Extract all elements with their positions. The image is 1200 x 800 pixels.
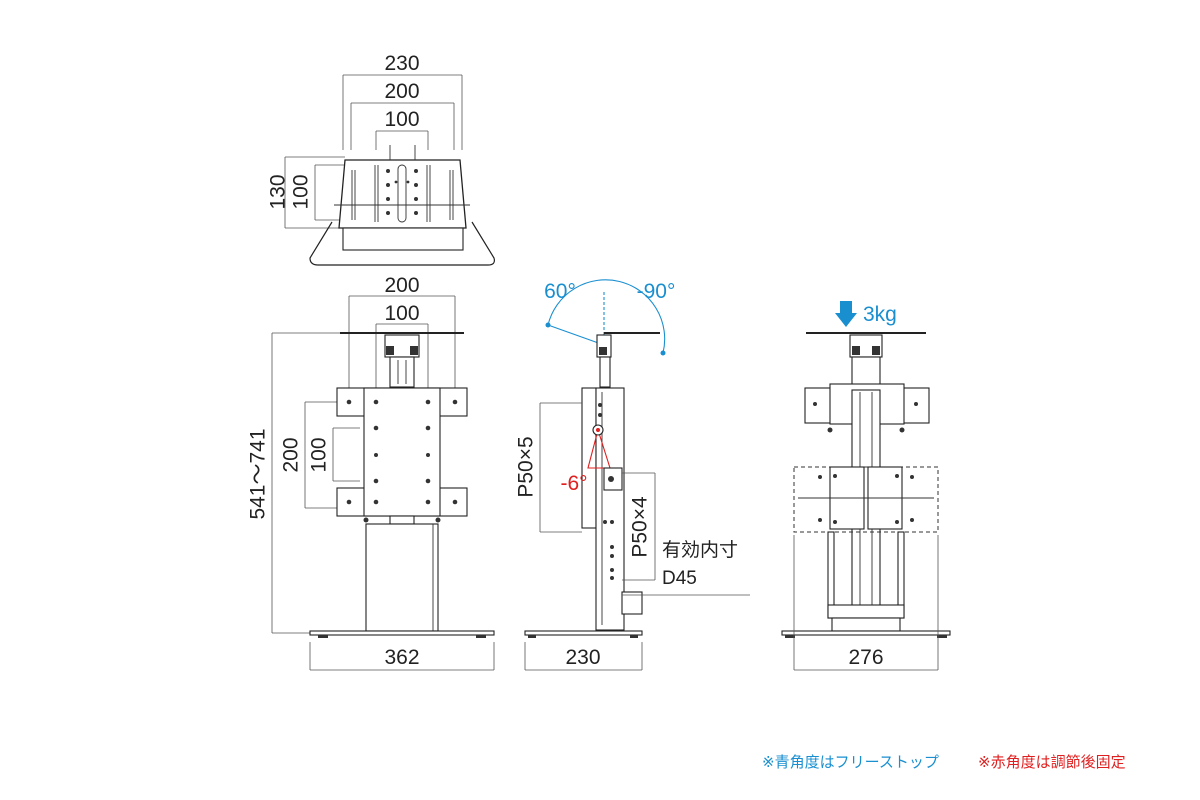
front-dim-200: 200 bbox=[384, 274, 419, 297]
top-dim-100-vertical: 100 bbox=[290, 174, 313, 209]
pitch-p50x4: P50×4 bbox=[629, 496, 652, 558]
effective-label: 有効内寸 bbox=[662, 539, 738, 561]
front-view: 200 100 541～741 200 100 bbox=[247, 274, 495, 671]
top-dim-100: 100 bbox=[384, 108, 419, 131]
front-base-width: 362 bbox=[384, 646, 419, 669]
rear-view: 3kg bbox=[781, 301, 951, 671]
load-value: 3kg bbox=[863, 303, 897, 326]
tilt-up-angle: 60° bbox=[544, 280, 576, 303]
top-dim-130: 130 bbox=[267, 174, 290, 209]
rear-width: 276 bbox=[848, 646, 883, 669]
side-view: 60° -90° -6° P50×5 P50×4 bbox=[515, 279, 750, 671]
top-view: 230 200 100 130 100 bbox=[267, 52, 495, 266]
front-dim-100: 100 bbox=[384, 302, 419, 325]
top-dim-200: 200 bbox=[384, 80, 419, 103]
top-dim-230: 230 bbox=[384, 52, 419, 75]
pitch-p50x5: P50×5 bbox=[515, 436, 538, 497]
tilt-down-angle: -90° bbox=[637, 280, 676, 303]
load-arrow-icon bbox=[835, 301, 857, 327]
front-dim-100-vertical: 100 bbox=[308, 437, 331, 472]
front-dim-200-vertical: 200 bbox=[280, 437, 303, 472]
note-blue-angle: ※青角度はフリーストップ bbox=[762, 753, 939, 771]
side-base-depth: 230 bbox=[565, 646, 600, 669]
front-height-range: 541～741 bbox=[247, 428, 270, 519]
effective-value: D45 bbox=[662, 568, 697, 589]
note-red-angle: ※赤角度は調節後固定 bbox=[978, 753, 1126, 771]
tilt-fixed-angle: -6° bbox=[560, 472, 587, 495]
